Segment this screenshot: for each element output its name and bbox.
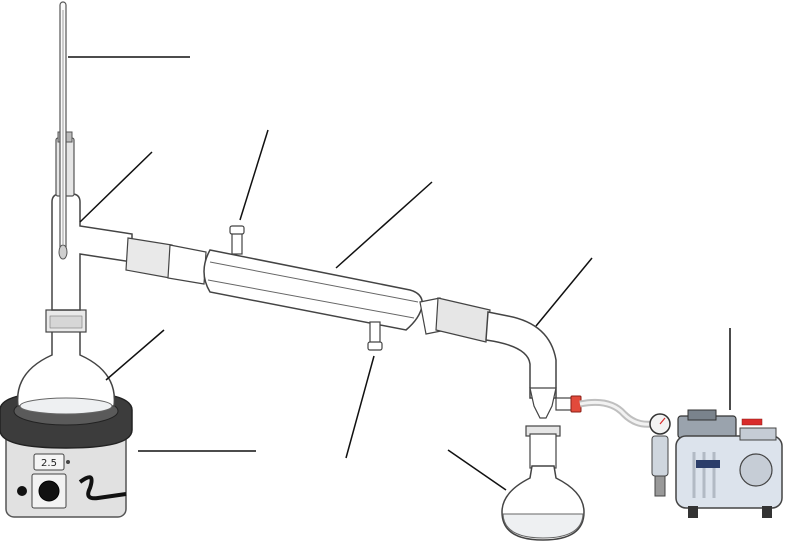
label-line-condenser: [335, 181, 433, 269]
condenser: [125, 225, 423, 351]
distilling-flask: [16, 309, 116, 415]
power-cord: [78, 475, 127, 501]
water-inlet: [367, 321, 383, 351]
vacuum-adapter: [419, 297, 582, 469]
label-line-distillation-head: [79, 151, 153, 223]
receiving-flask: [501, 465, 585, 541]
label-line-vacuum-adapter: [535, 257, 593, 327]
vacuum-pump: [649, 409, 783, 518]
heating-mantle: 2.5: [0, 391, 133, 518]
thermometer: [58, 1, 68, 260]
label-lines: [68, 56, 731, 491]
label-line-receiving-flask: [447, 449, 507, 491]
label-line-distilling-flask: [105, 329, 165, 381]
red-hose-connector: [570, 395, 582, 413]
label-line-water-outlet: [239, 129, 269, 221]
pump-red-label: [741, 418, 763, 426]
label-line-water-inlet: [345, 355, 375, 459]
control-knob: [38, 480, 60, 502]
dial-label: 2.5: [41, 458, 57, 469]
water-outlet: [229, 225, 245, 255]
